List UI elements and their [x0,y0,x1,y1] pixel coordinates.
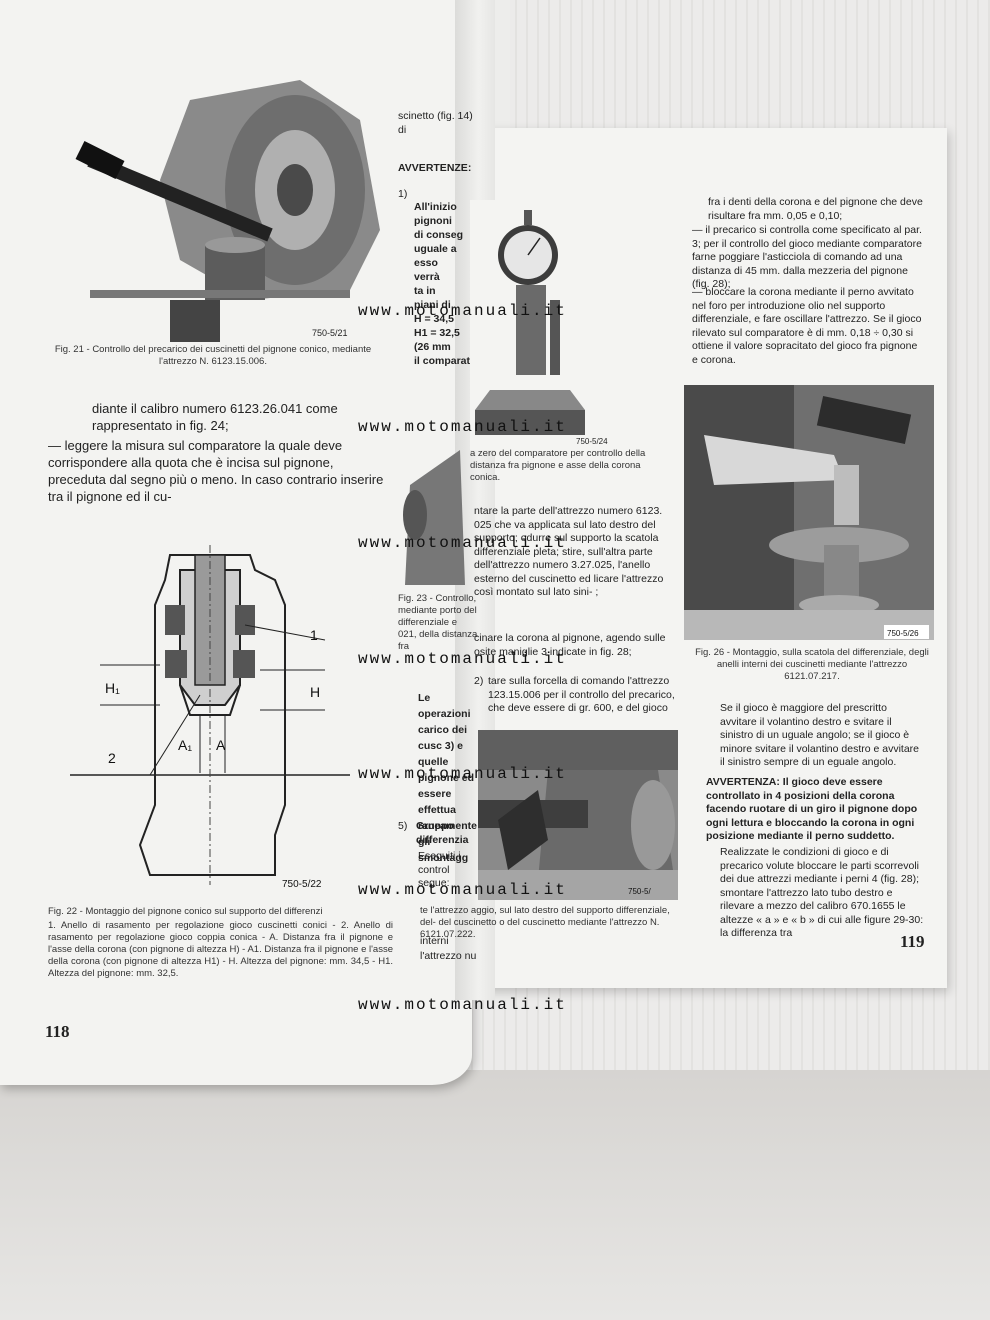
fig25-photo: 750-5/ [478,730,678,900]
table-shadow [0,1070,990,1320]
middle-attrezzo-frag: l'attrezzo nu [420,950,477,962]
fig22-label-1: 1 [310,627,318,643]
fig23-photo [403,450,465,585]
fig21-tag: 750-5/21 [312,328,348,338]
right-col-top: fra i denti della corona e del pignone c… [708,196,923,222]
watermark-6: www.motomanuali.it [358,881,567,899]
right-bullet-1: — il precarico si controlla come specifi… [692,224,922,290]
watermark-3: www.motomanuali.it [358,534,567,552]
middle-heading: AVVERTENZE: [398,162,472,174]
fig24-photo: 750-5/24 [470,200,610,450]
right-page-number: 119 [900,932,925,951]
left-body-1: diante il calibro numero 6123.26.041 com… [92,401,338,433]
fig22-label-a: A [216,737,226,753]
middle-corona-text: cinare la corona al pignone, agendo sull… [474,632,666,658]
right-para-final: Realizzate le condizioni di gioco e di p… [720,846,924,939]
watermark-7: www.motomanuali.it [358,996,567,1014]
middle-interni: interni [420,935,449,947]
middle-eseguiti: Eseguiti i control segue: [418,850,461,889]
middle-steps-text: ntare la parte dell'attrezzo numero 6123… [474,505,664,598]
fig26-photo: 750-5/26 [684,385,934,640]
fig21-photo: 750-5/21 [60,60,380,342]
watermark-4: www.motomanuali.it [358,650,567,668]
fig22-tag: 750-5/22 [282,879,322,890]
fig22-drawing: 1 H₁ H A₁ A 2 750-5/22 [70,545,350,890]
fig26-caption: Fig. 26 - Montaggio, sulla scatola del d… [695,647,929,682]
left-body-2: — leggere la misura sul comparatore la q… [48,438,384,504]
middle-item2-bold: Le operazioni carico dei cusc 3) e quell… [418,692,477,864]
watermark-1: www.motomanuali.it [358,302,567,320]
watermark-2: www.motomanuali.it [358,418,567,436]
right-avvertenza: AVVERTENZA: Il gioco deve essere control… [706,776,918,842]
fig22-label-2: 2 [108,750,116,766]
fig23-caption: Fig. 23 - Controllo, mediante porto del … [398,593,478,652]
watermark-5: www.motomanuali.it [358,765,567,783]
fig25-caption: te l'attrezzo aggio, sul lato destro del… [420,905,670,940]
middle-item2-text: tare sulla forcella di comando l'attrezz… [488,675,675,714]
fig21-caption: Fig. 21 - Controllo del precarico dei cu… [54,344,372,367]
fig22-label-h: H [310,684,320,700]
middle-top-fragment: scinetto (fig. 14) di [398,110,473,136]
fig24-tag: 750-5/24 [576,437,608,446]
fig25-tag: 750-5/ [628,887,651,896]
fig26-tag: 750-5/26 [887,629,919,638]
middle-item2-num: 2) [474,675,484,687]
fig22-caption: Fig. 22 - Montaggio del pignone conico s… [48,906,323,917]
middle-item5-text: Gruppo differenzia [416,820,469,846]
middle-item5-num: 5) [398,820,408,832]
right-bullet-2: — bloccare la corona mediante il perno a… [692,286,922,366]
fig22-legend: 1. Anello di rasamento per regolazione g… [48,920,393,979]
fig24-caption: a zero del comparatore per controllo del… [470,448,646,483]
left-page-number: 118 [45,1022,70,1041]
fig22-label-a1: A₁ [178,737,192,753]
right-para-gioco: Se il gioco è maggiore del prescritto av… [720,702,920,768]
fig22-label-h1: H₁ [105,680,120,696]
middle-item1-num: 1) [398,188,408,200]
